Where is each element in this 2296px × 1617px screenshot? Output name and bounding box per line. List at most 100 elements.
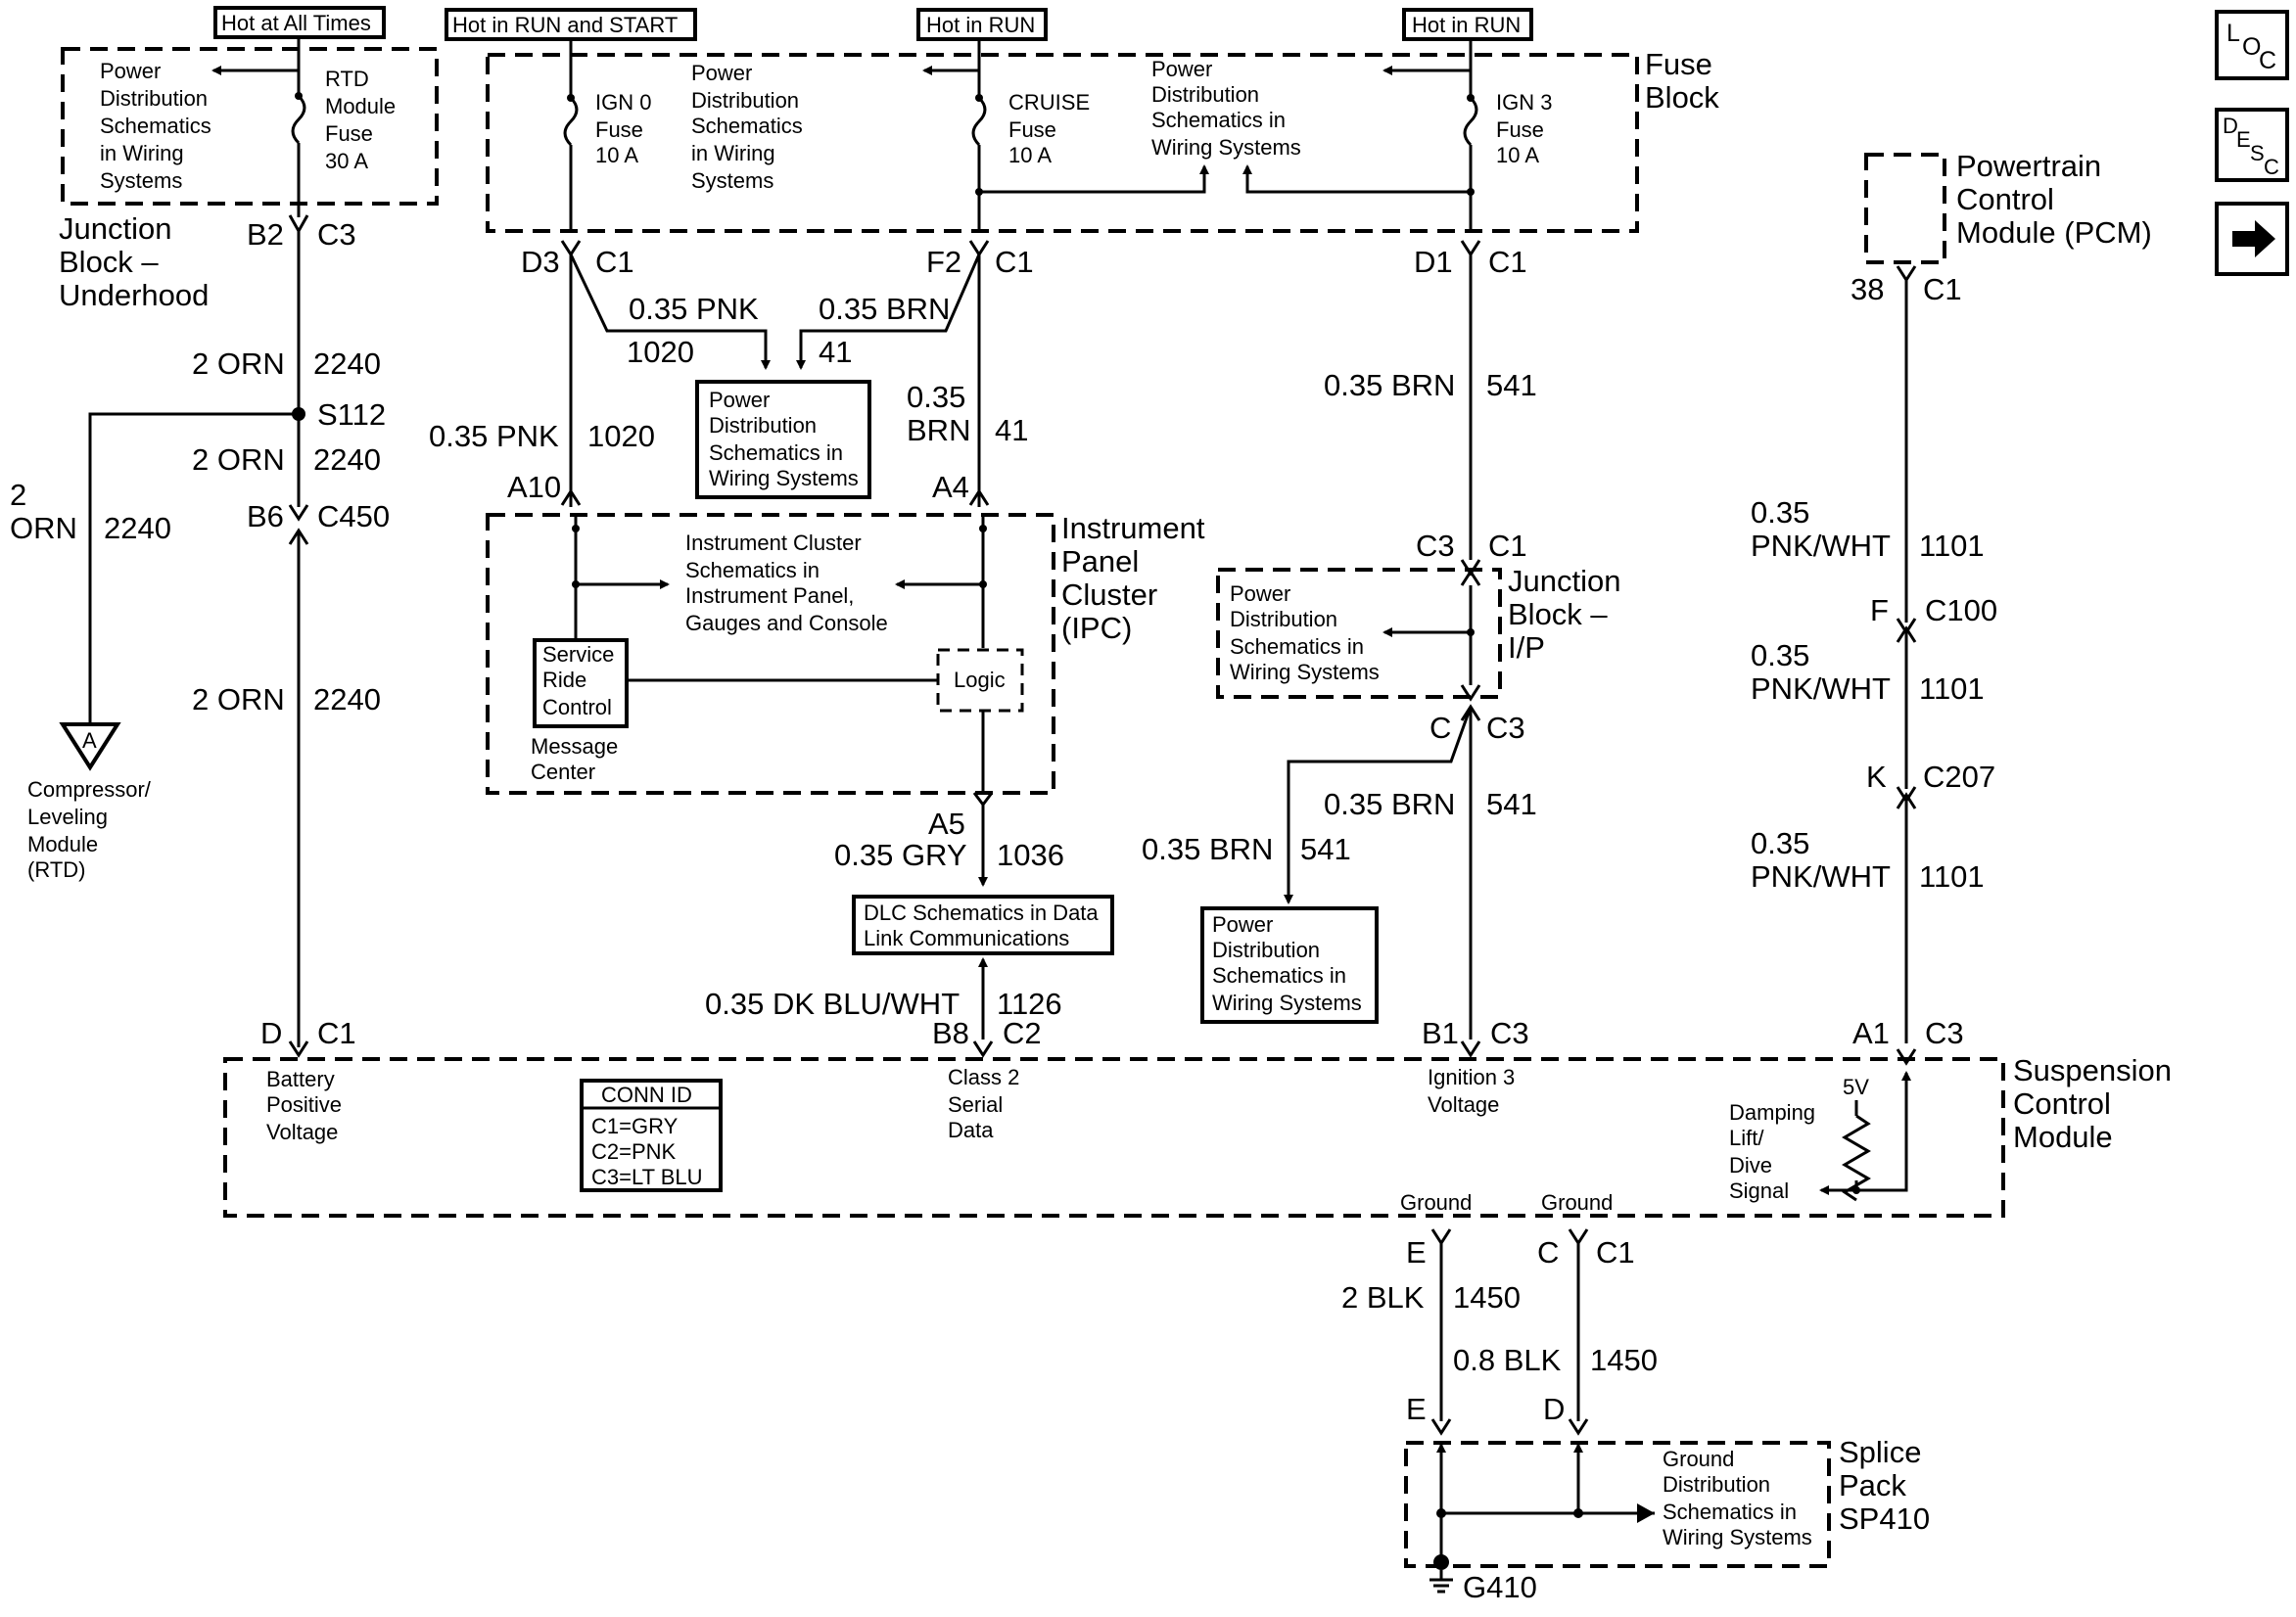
ignition3-voltage-label: Ignition 3 Voltage (1428, 1065, 1515, 1117)
svg-text:RTD: RTD (325, 67, 369, 91)
svg-text:Block –: Block – (59, 245, 159, 279)
wire-brn-541-c: 0.35 BRN (1142, 832, 1273, 866)
wire-2240-c: 2240 (313, 682, 381, 716)
compressor-leveling-module-label: Compressor/ Leveling Module (RTD) (27, 777, 152, 882)
service-ride-control-label: Service Ride Control (542, 642, 614, 719)
next-page-button[interactable] (2215, 202, 2289, 276)
svg-text:Pack: Pack (1839, 1468, 1906, 1502)
wire-2240-b: 2240 (313, 442, 381, 477)
conn-c1-pcm: C1 (1923, 272, 1962, 306)
desc-button[interactable]: D E S C (2215, 108, 2289, 182)
svg-text:Control: Control (1956, 182, 2054, 216)
wire-1126: 1126 (997, 987, 1062, 1021)
svg-text:Power: Power (709, 388, 770, 412)
wire-pnkwht-2a: 0.35 (1751, 638, 1809, 672)
loc-icon-o: O (2242, 33, 2261, 61)
svg-text:Distribution: Distribution (1663, 1472, 1770, 1497)
svg-text:I/P: I/P (1508, 630, 1545, 665)
pin-e-splice: E (1406, 1392, 1427, 1426)
svg-text:Schematics in: Schematics in (1230, 634, 1364, 659)
junction-block-ip-box (1216, 568, 1502, 699)
wire-brn-541-a: 0.35 BRN (1324, 368, 1455, 402)
svg-text:Splice: Splice (1839, 1435, 1921, 1469)
svg-text:Powertrain: Powertrain (1956, 149, 2101, 183)
compressor-symbol: A (82, 728, 97, 753)
conn-c3-jbip: C3 (1416, 529, 1455, 563)
svg-text:Class 2: Class 2 (948, 1065, 1019, 1089)
wire-pnkwht-1b: PNK/WHT (1751, 529, 1891, 563)
wire-pnk-top: 0.35 PNK (629, 292, 759, 326)
svg-text:Module: Module (2013, 1120, 2113, 1154)
svg-text:Power: Power (100, 59, 161, 83)
pin-a10: A10 (507, 470, 561, 504)
junction-block-underhood-box (61, 47, 439, 206)
conn-c450: C450 (317, 499, 390, 533)
svg-text:Module: Module (27, 832, 98, 856)
pcm-label: Powertrain Control Module (PCM) (1956, 149, 2152, 250)
wire-541-a: 541 (1486, 368, 1537, 402)
svg-text:Block: Block (1645, 80, 1719, 115)
conn-c1-ground: C1 (1596, 1235, 1635, 1270)
splice-pack-label: Splice Pack SP410 (1839, 1435, 1930, 1536)
wire-1036: 1036 (997, 838, 1064, 872)
svg-text:(IPC): (IPC) (1061, 611, 1132, 645)
svg-text:Module: Module (325, 94, 396, 118)
hot-in-run-label-1: Hot in RUN (926, 13, 1035, 37)
svg-text:Control: Control (2013, 1086, 2111, 1121)
wire-gry: 0.35 GRY (834, 838, 967, 872)
svg-text:Gauges and Console: Gauges and Console (685, 611, 888, 635)
ground-label-2: Ground (1541, 1190, 1613, 1215)
svg-text:Voltage: Voltage (266, 1120, 338, 1144)
svg-text:10 A: 10 A (1008, 143, 1052, 167)
svg-text:Block –: Block – (1508, 597, 1608, 631)
svg-text:Schematics in: Schematics in (1212, 963, 1346, 988)
conn-id-c3: C3=LT BLU (591, 1165, 703, 1189)
wire-brn41-b: BRN (907, 413, 970, 447)
wire-2240-a: 2240 (313, 346, 381, 381)
svg-text:Schematics: Schematics (691, 114, 803, 138)
svg-text:IGN 3: IGN 3 (1496, 90, 1552, 115)
svg-text:Ride: Ride (542, 668, 586, 692)
conn-c3-scm-a: C3 (1490, 1016, 1529, 1050)
jbip-pd-text: Power Distribution Schematics in Wiring … (1230, 581, 1380, 684)
conn-c1-d1: C1 (1488, 245, 1527, 279)
pin-38: 38 (1851, 272, 1884, 306)
conn-c1-f2: C1 (995, 245, 1034, 279)
svg-text:Lift/: Lift/ (1729, 1126, 1764, 1150)
svg-text:(RTD): (RTD) (27, 857, 85, 882)
loc-button[interactable]: L O C (2215, 10, 2289, 80)
svg-text:Distribution: Distribution (100, 86, 208, 111)
svg-text:30 A: 30 A (325, 149, 368, 173)
rtd-module-fuse-label: RTD Module Fuse 30 A (325, 67, 396, 173)
fuse-block-box (486, 53, 1639, 233)
ground-label-1: Ground (1400, 1190, 1472, 1215)
svg-text:in Wiring: in Wiring (691, 141, 775, 165)
svg-text:Wiring Systems: Wiring Systems (709, 466, 859, 490)
dlc-box (852, 895, 1114, 955)
wire-1020-top: 1020 (627, 335, 694, 369)
right-arrow-icon (2232, 220, 2275, 257)
svg-text:Underhood: Underhood (59, 278, 209, 312)
svg-text:Systems: Systems (100, 168, 182, 193)
pin-b8: B8 (932, 1016, 969, 1050)
svg-text:Wiring Systems: Wiring Systems (1230, 660, 1380, 684)
wire-brn-541-b: 0.35 BRN (1324, 787, 1455, 821)
desc-icon-d: D (2223, 114, 2238, 138)
ipc-box (486, 513, 1055, 795)
pin-a4: A4 (932, 470, 969, 504)
dlc-line-1: DLC Schematics in Data (864, 901, 1099, 925)
desc-icon-e: E (2236, 127, 2251, 152)
pin-b2: B2 (247, 217, 284, 252)
svg-text:Fuse: Fuse (1008, 117, 1056, 142)
dlc-line-2: Link Communications (864, 926, 1069, 950)
svg-text:Schematics in: Schematics in (1151, 108, 1286, 132)
svg-text:Instrument: Instrument (1061, 511, 1205, 545)
svg-text:Distribution: Distribution (1151, 82, 1259, 107)
svg-text:Positive: Positive (266, 1092, 342, 1117)
svg-text:Compressor/: Compressor/ (27, 777, 152, 802)
logic-label: Logic (954, 668, 1006, 692)
svg-text:Distribution: Distribution (709, 413, 817, 438)
svg-text:Schematics in: Schematics in (685, 558, 820, 582)
suspension-control-module-label: Suspension Control Module (2013, 1053, 2172, 1154)
svg-text:Ignition 3: Ignition 3 (1428, 1065, 1515, 1089)
